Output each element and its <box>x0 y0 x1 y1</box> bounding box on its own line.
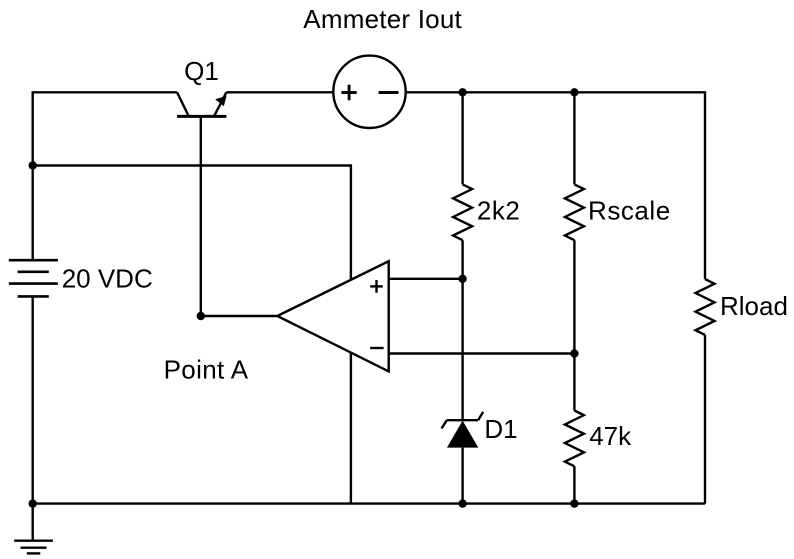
svg-text:Rscale: Rscale <box>588 196 671 226</box>
svg-text:Ammeter Iout: Ammeter Iout <box>303 4 462 34</box>
svg-text:47k: 47k <box>589 421 632 451</box>
svg-text:Rload: Rload <box>720 291 788 321</box>
svg-text:Q1: Q1 <box>184 56 219 86</box>
svg-text:Point A: Point A <box>164 355 249 385</box>
svg-text:D1: D1 <box>484 414 517 444</box>
svg-text:20 VDC: 20 VDC <box>62 263 153 293</box>
svg-text:2k2: 2k2 <box>477 196 520 226</box>
